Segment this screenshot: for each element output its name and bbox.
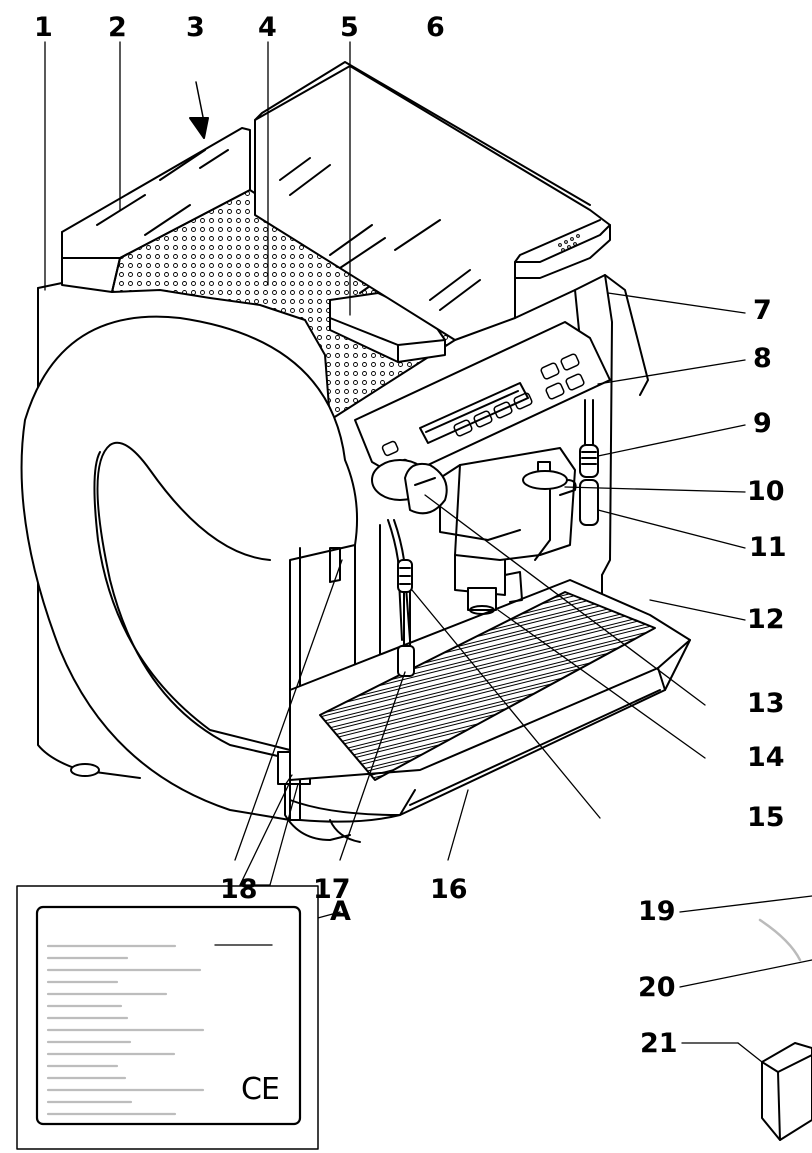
ce-mark: CE (241, 1072, 280, 1107)
callout-1: 1 (34, 12, 53, 43)
front-cover (20, 315, 359, 821)
callout-17: 17 (313, 874, 351, 905)
accessory-brush (758, 918, 802, 962)
callout-2: 2 (108, 12, 127, 43)
display-window (419, 382, 529, 444)
steam-dial-knob (404, 462, 448, 515)
callout-11: 11 (749, 532, 787, 563)
cappuccino-nozzle (397, 645, 415, 677)
callout-15: 15 (747, 802, 785, 833)
cover-latch (329, 547, 341, 583)
accessory-box (761, 1042, 812, 1141)
water-spout-ring (579, 444, 599, 478)
callout-4: 4 (258, 12, 277, 43)
callout-14: 14 (747, 742, 785, 773)
callout-10: 10 (747, 476, 785, 507)
water-spout-tube (579, 479, 599, 526)
callout-7: 7 (753, 295, 772, 326)
callout-9: 9 (753, 408, 772, 439)
callout-16: 16 (430, 874, 468, 905)
steam-knob-top (522, 470, 568, 490)
rating-plate (35, 905, 302, 1126)
callout-3: 3 (186, 12, 205, 43)
plate-text-lines (46, 944, 205, 1116)
callout-8: 8 (753, 343, 772, 374)
callout-5: 5 (340, 12, 359, 43)
callout-13: 13 (747, 688, 785, 719)
leader-lines (44, 41, 812, 1063)
foot-left (70, 763, 100, 777)
callout-6: 6 (426, 12, 445, 43)
coffee-spout (467, 587, 497, 611)
brew-unit-housing (454, 447, 576, 561)
cover-window (96, 441, 296, 761)
tank-grip-dots (558, 234, 580, 252)
callout-18: 18 (220, 874, 258, 905)
callout-21: 21 (640, 1028, 678, 1059)
water-tank (254, 65, 611, 341)
callout-19: 19 (638, 896, 676, 927)
callout-A: A (330, 896, 351, 927)
arrow-icon (189, 117, 209, 139)
callout-12: 12 (747, 604, 785, 635)
cup-grid (319, 591, 656, 781)
callout-20: 20 (638, 972, 676, 1003)
